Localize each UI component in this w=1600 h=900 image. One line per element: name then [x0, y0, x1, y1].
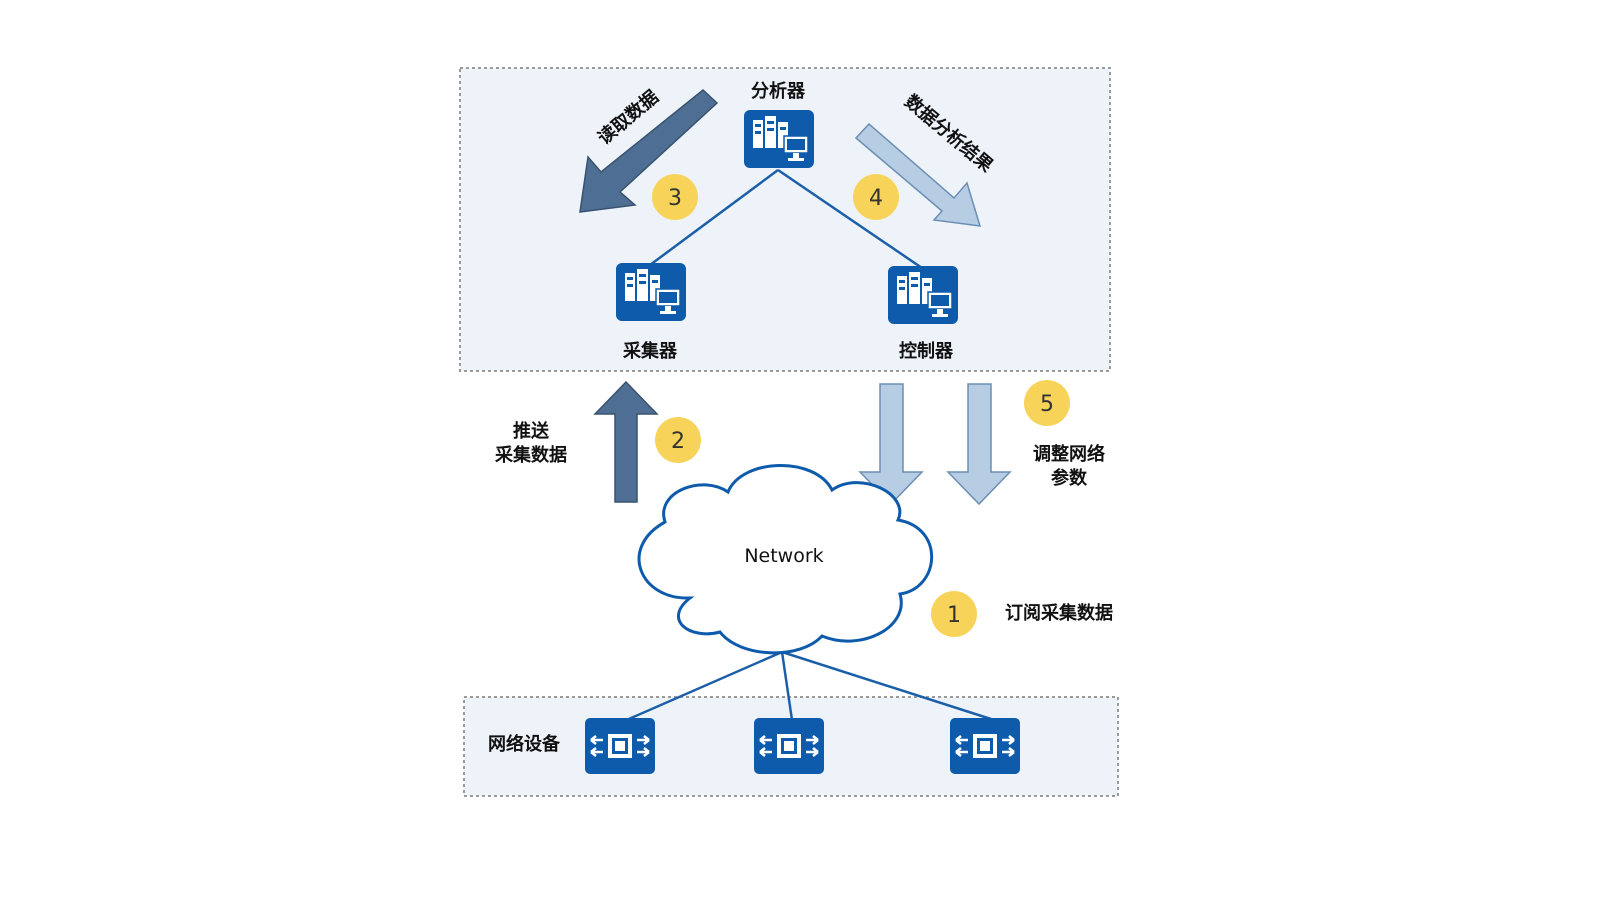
- push-label-line2: 采集数据: [494, 444, 567, 466]
- step-badge-3: [652, 174, 698, 220]
- collector-label: 采集器: [622, 340, 678, 362]
- adjust-arrow-left: [858, 383, 924, 506]
- network-device-2-icon: [752, 716, 826, 776]
- network-label: Network: [744, 545, 823, 567]
- analyzer-server-icon: [743, 109, 815, 169]
- analysis-result-arrow: [854, 122, 982, 227]
- step-badge-2: [655, 417, 701, 463]
- network-cloud: [637, 464, 934, 655]
- analyzer-label: 分析器: [751, 80, 806, 102]
- network-device-3-icon: [948, 716, 1022, 776]
- step-badge-1: [931, 591, 977, 637]
- collector-server-icon: [615, 262, 687, 322]
- push-data-arrow: [593, 380, 659, 503]
- adjust-label-line1: 调整网络: [1033, 443, 1105, 465]
- link-analyzer-collector: [649, 168, 779, 267]
- controller-label: 控制器: [899, 340, 954, 362]
- step-badge-5: [1024, 380, 1070, 426]
- link-analyzer-controller: [777, 168, 923, 270]
- step-number-1: 1: [947, 603, 961, 628]
- subscribe-label: 订阅采集数据: [1005, 602, 1113, 624]
- adjust-label-line2: 参数: [1051, 467, 1088, 489]
- devices-label: 网络设备: [488, 733, 561, 755]
- network-device-1-icon: [583, 716, 657, 776]
- step-number-2: 2: [671, 429, 685, 454]
- link-network-device-2: [780, 651, 794, 721]
- push-label-line1: 推送: [513, 420, 550, 442]
- read-data-arrow: [579, 89, 719, 213]
- link-network-device-3: [781, 650, 995, 722]
- adjust-arrow-right: [946, 383, 1012, 506]
- link-network-device-1: [621, 650, 783, 724]
- step-number-5: 5: [1040, 392, 1054, 417]
- step-number-3: 3: [668, 186, 682, 211]
- step-number-4: 4: [869, 186, 883, 211]
- step-badge-4: [853, 174, 899, 220]
- controller-server-icon: [887, 265, 959, 325]
